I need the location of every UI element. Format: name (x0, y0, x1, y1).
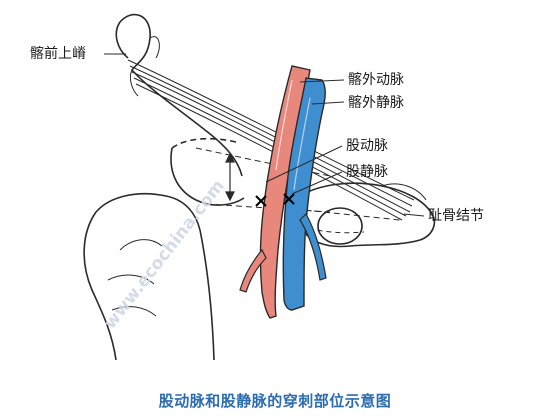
label-external-iliac-vein: 髂外静脉 (348, 95, 404, 111)
inguinal-ligament (127, 59, 415, 221)
vein (282, 77, 327, 311)
pubic-bone (299, 182, 436, 248)
label-femoral-vein: 股静脉 (346, 164, 388, 180)
label-asis: 髂前上嵴 (30, 46, 86, 62)
distance-markers (225, 152, 235, 202)
leader-lines (104, 53, 425, 217)
label-femoral-artery: 股动脉 (346, 138, 388, 154)
hip-bone (115, 13, 243, 177)
femur (83, 137, 245, 361)
puncture-marks (255, 193, 295, 207)
watermark: www.ecochina.com (100, 176, 229, 333)
label-external-iliac-artery: 髂外动脉 (348, 72, 404, 88)
label-pubic-tubercle: 耻骨结节 (428, 208, 484, 224)
figure-caption: 股动脉和股静脉的穿刺部位示意图 (158, 392, 392, 410)
